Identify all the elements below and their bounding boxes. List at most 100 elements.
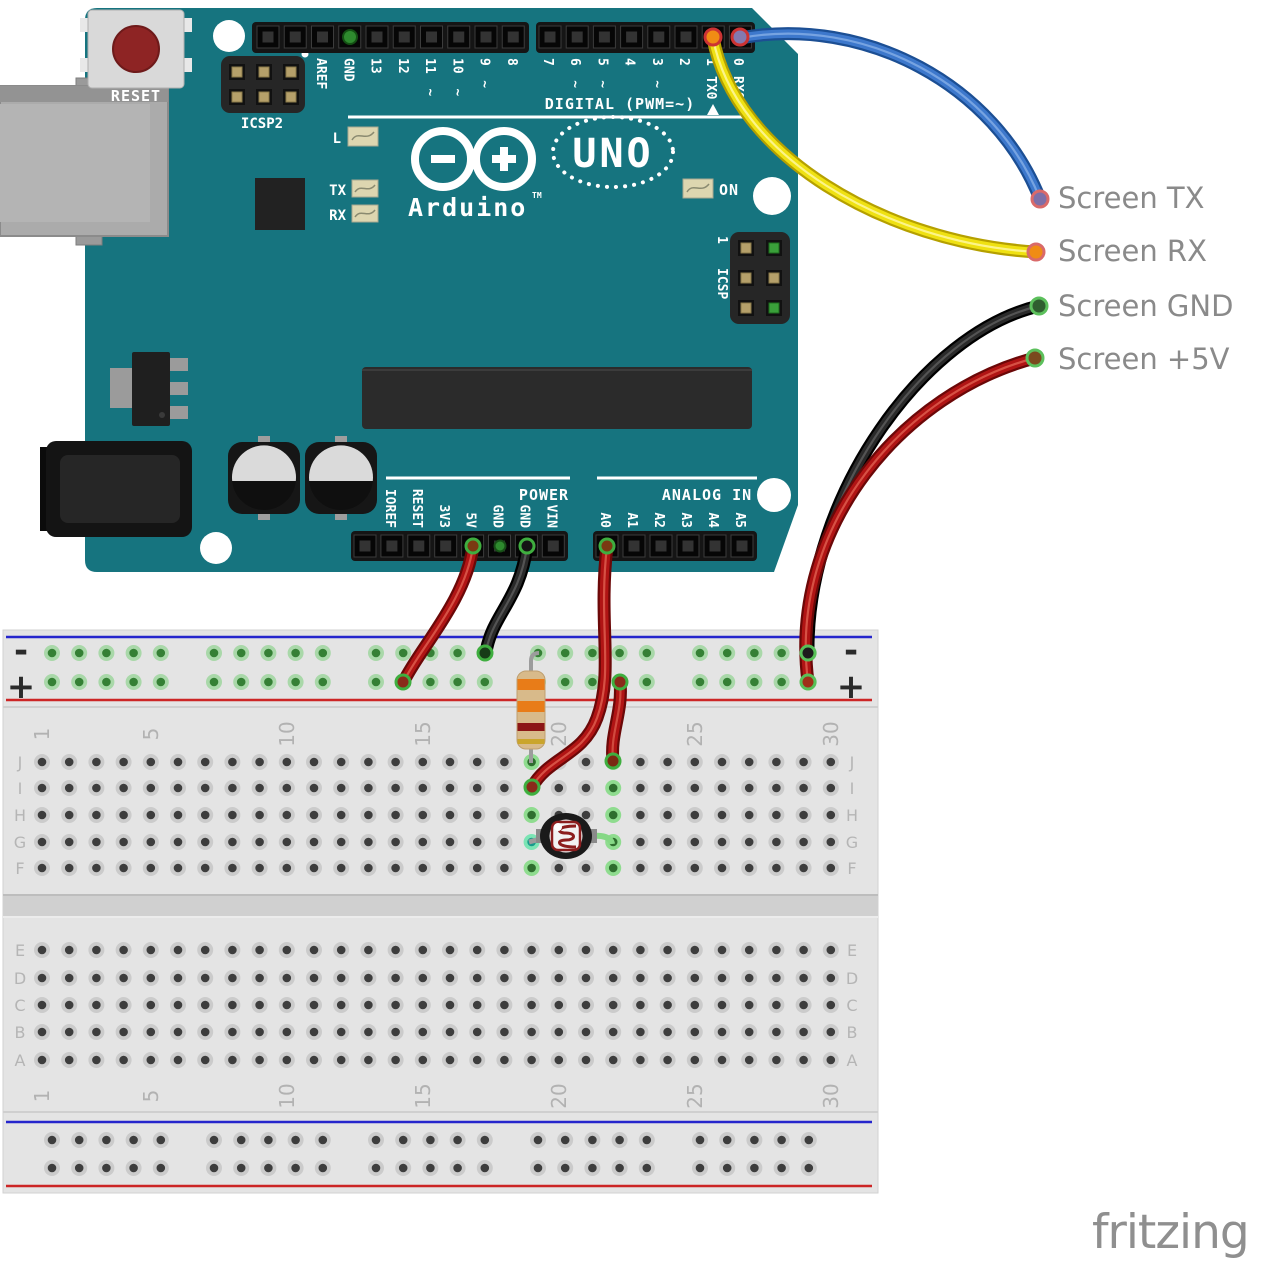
breadboard-hole xyxy=(173,783,183,793)
gnd-rail-end[interactable] xyxy=(799,644,817,662)
breadboard-hole xyxy=(391,945,400,955)
screen-rx-wire-end[interactable] xyxy=(1026,242,1046,262)
breadboard-hole xyxy=(173,973,183,983)
rail-hole xyxy=(102,1135,111,1145)
led-l-mark xyxy=(351,131,375,141)
breadboard-hole xyxy=(744,1055,754,1065)
reset-nub xyxy=(182,18,192,32)
breadboard-hole xyxy=(64,945,74,955)
column-number: 20 xyxy=(547,1083,571,1108)
photoresistor[interactable] xyxy=(528,813,615,859)
breadboard-hole xyxy=(228,973,237,983)
breadboard-hole xyxy=(146,863,156,873)
breadboard-hole xyxy=(826,1000,836,1010)
row-letter: E xyxy=(15,941,25,960)
screen-gnd-wire-end[interactable] xyxy=(1029,296,1049,316)
pin-label: 8 xyxy=(504,58,519,66)
icsp2-header[interactable] xyxy=(221,50,309,114)
resistor[interactable] xyxy=(516,651,546,763)
rail-hole xyxy=(102,648,111,658)
wires[interactable] xyxy=(397,27,1047,794)
screen-5v-wire-end[interactable] xyxy=(1025,348,1045,368)
power-header[interactable] xyxy=(351,531,568,561)
rail-hole xyxy=(695,677,705,687)
jumper-wire-plus-rail[interactable] xyxy=(604,673,629,770)
breadboard-hole xyxy=(472,810,482,820)
a0-wire-end[interactable] xyxy=(523,778,541,796)
breadboard-hole xyxy=(581,810,591,820)
gnd-wire-rail-end[interactable] xyxy=(476,644,494,662)
breadboard-hole xyxy=(418,863,428,873)
breadboard-hole xyxy=(228,1055,237,1065)
column-number: 5 xyxy=(139,728,163,741)
breadboard-hole xyxy=(581,973,591,983)
pcb[interactable] xyxy=(85,8,798,572)
rail-hole xyxy=(102,1163,111,1173)
breadboard-hole xyxy=(772,837,781,847)
rail-hole xyxy=(209,677,219,687)
breadboard-hole xyxy=(391,1000,400,1010)
breadboard-hole xyxy=(636,1027,645,1037)
power-section-label: POWER xyxy=(519,486,569,504)
breadboard-hole xyxy=(717,757,727,767)
rail-hole xyxy=(236,1163,246,1173)
header-socket-inner xyxy=(571,31,583,43)
rail-hole xyxy=(453,677,462,687)
pin-label: ~ xyxy=(594,80,609,88)
a0-pin-end[interactable] xyxy=(598,537,616,555)
screen-tx-wire-end[interactable] xyxy=(1030,189,1050,209)
breadboard-hole xyxy=(119,863,128,873)
arduino-header-holes xyxy=(256,25,752,49)
reset-cap[interactable] xyxy=(112,25,160,73)
breadboard-hole xyxy=(146,945,156,955)
yellow-wire-pin-end[interactable] xyxy=(703,27,723,47)
5v-rail-end[interactable] xyxy=(799,673,817,691)
rail-hole xyxy=(371,1163,381,1173)
wire-5v-to-plus-rail-sheen xyxy=(402,544,475,683)
breadboard-hole xyxy=(445,783,455,793)
pin-label: ~ xyxy=(477,80,492,88)
breadboard-hole xyxy=(119,1027,128,1037)
rail-hole xyxy=(777,648,786,658)
breadboard-hole xyxy=(690,757,700,767)
breadboard-hole xyxy=(146,837,156,847)
wire-screen-gnd[interactable] xyxy=(803,301,1044,658)
icsp-header[interactable] xyxy=(730,232,790,324)
breadboard-hole xyxy=(418,810,428,820)
breadboard-hole xyxy=(500,1055,509,1065)
breadboard-hole xyxy=(636,837,645,847)
pin-label: IOREF xyxy=(382,489,397,528)
blue-wire-pin-end[interactable] xyxy=(730,27,750,47)
rail-hole xyxy=(750,648,759,658)
breadboard-hole xyxy=(309,973,319,983)
header-socket-inner xyxy=(598,31,610,43)
gnd-pin-end[interactable] xyxy=(518,537,536,555)
rail-hole xyxy=(291,1135,300,1145)
wire-screen-gnd-outline xyxy=(801,299,1046,660)
breadboard-hole xyxy=(92,973,101,983)
breadboard-hole xyxy=(554,973,564,983)
rail-hole xyxy=(560,677,570,687)
breadboard-hole xyxy=(309,837,319,847)
breadboard-hole xyxy=(527,1000,536,1010)
row-letter: B xyxy=(15,1023,26,1042)
breadboard-hole xyxy=(690,1055,700,1065)
breadboard-hole xyxy=(173,1027,183,1037)
reset-button[interactable] xyxy=(80,9,192,89)
breadboard-hole xyxy=(636,945,645,955)
rail-hole xyxy=(318,1163,328,1173)
breadboard-hole xyxy=(282,1027,292,1037)
breadboard-hole xyxy=(554,1000,564,1010)
5v-wire-rail-end[interactable] xyxy=(394,673,412,691)
digital-header-right[interactable] xyxy=(536,22,755,53)
breadboard-hole xyxy=(37,1000,47,1010)
row-letter: I xyxy=(850,779,855,798)
breadboard-hole xyxy=(608,863,618,873)
breadboard-hole xyxy=(608,783,618,793)
icsp-pin-highlight xyxy=(768,302,780,314)
5v-pin-end[interactable] xyxy=(464,537,482,555)
breadboard-hole xyxy=(799,783,808,793)
